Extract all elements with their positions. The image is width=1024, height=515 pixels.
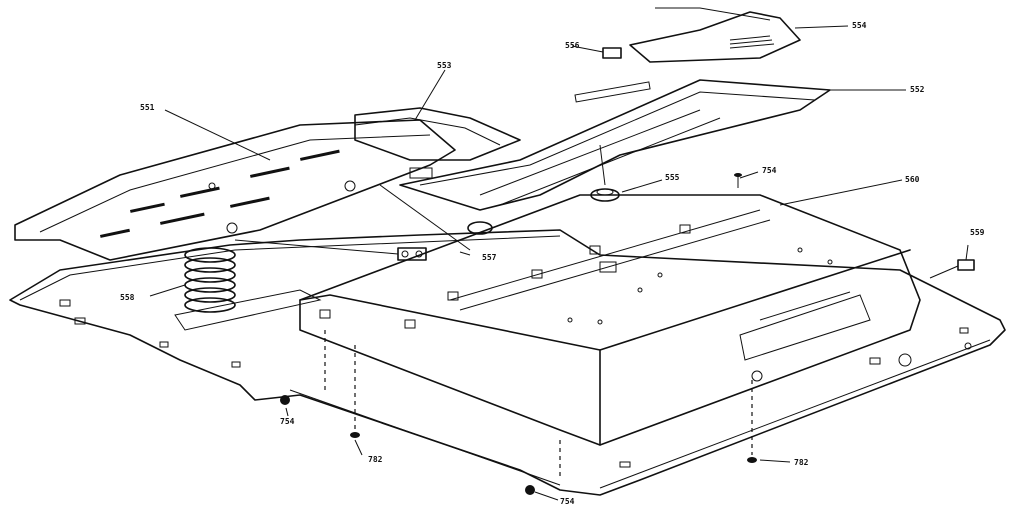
callout-553: 553 xyxy=(437,61,452,70)
part-560-chassis xyxy=(299,194,921,446)
part-554-top-plate xyxy=(629,7,801,63)
part-552-long-rail xyxy=(399,79,831,211)
part-553-center-cover xyxy=(354,107,521,179)
screw-782-left xyxy=(350,432,360,438)
part-556-clip xyxy=(602,47,622,59)
callout-557: 557 xyxy=(482,253,497,262)
part-559-clamp xyxy=(957,244,975,271)
callout-782-left: 782 xyxy=(368,455,383,464)
callout-552: 552 xyxy=(910,85,925,94)
callout-558: 558 xyxy=(120,293,135,302)
callout-754-left: 754 xyxy=(280,417,295,426)
screw-754-bottom xyxy=(525,485,535,495)
screw-754-left xyxy=(280,395,290,405)
callout-782-right: 782 xyxy=(794,458,809,467)
callout-559: 559 xyxy=(970,228,985,237)
callout-551: 551 xyxy=(140,103,155,112)
screw-754-top xyxy=(734,173,742,188)
callout-754-top: 754 xyxy=(762,166,777,175)
screw-782-right xyxy=(747,457,757,463)
part-555-gear xyxy=(590,144,620,202)
callout-754-bottom: 754 xyxy=(560,497,575,506)
base-plate xyxy=(9,229,1006,496)
callout-labels: 551 553 552 554 556 555 560 754 557 558 … xyxy=(120,21,985,506)
callout-560: 560 xyxy=(905,175,920,184)
callout-555: 555 xyxy=(665,173,680,182)
leader-lines xyxy=(149,25,959,501)
part-558-spring xyxy=(174,247,322,331)
assembly-lines xyxy=(289,330,753,486)
part-551-guide-tray xyxy=(14,119,456,261)
callout-556: 556 xyxy=(565,41,580,50)
callout-554: 554 xyxy=(852,21,867,30)
